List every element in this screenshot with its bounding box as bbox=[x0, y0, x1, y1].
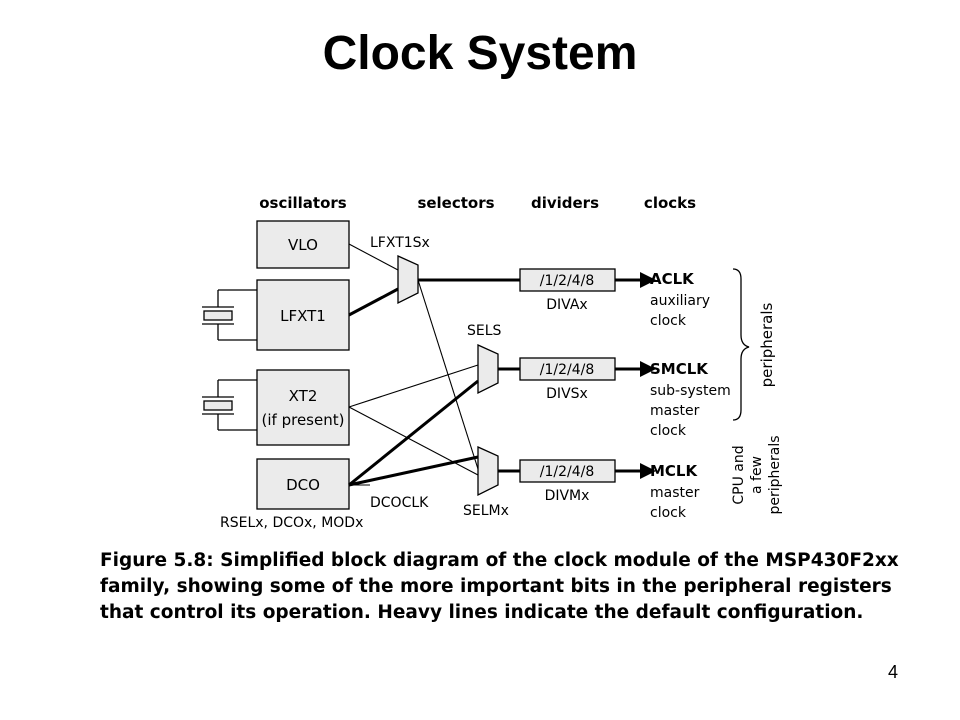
divax-label: DIVAx bbox=[546, 297, 587, 313]
page-number: 4 bbox=[888, 662, 899, 682]
mclk-desc-1: master bbox=[650, 485, 700, 501]
lfxt1sx-label: LFXT1Sx bbox=[370, 235, 430, 251]
aclk-desc-1: auxiliary bbox=[650, 293, 710, 309]
mux-lfxt1sx bbox=[397, 254, 419, 305]
xt2-crystal-icon bbox=[202, 379, 257, 431]
lfxt1-oscillator: LFXT1 bbox=[256, 279, 350, 351]
mclk-label: MCLK bbox=[650, 462, 698, 480]
smclk-desc-3: clock bbox=[650, 423, 687, 439]
selmx-label: SELMx bbox=[463, 503, 509, 519]
sels-label: SELS bbox=[467, 323, 502, 339]
dco-controls-label: RSELx, DCOx, MODx bbox=[220, 515, 363, 531]
dco-oscillator: DCO bbox=[256, 458, 350, 510]
divmx-label: DIVMx bbox=[545, 488, 590, 504]
header-clocks: clocks bbox=[644, 194, 696, 212]
smclk-desc-2: master bbox=[650, 403, 700, 419]
aclk-desc-2: clock bbox=[650, 313, 687, 329]
divider-aclk-text: /1/2/4/8 bbox=[540, 273, 595, 289]
cpu-line-2: a few bbox=[749, 456, 765, 494]
divider-mclk-text: /1/2/4/8 bbox=[540, 464, 595, 480]
clock-block-diagram: oscillators selectors dividers clocks VL… bbox=[202, 194, 783, 531]
header-oscillators: oscillators bbox=[259, 194, 347, 212]
mux-sels bbox=[477, 343, 499, 395]
figure-caption: Figure 5.8: Simplified block diagram of … bbox=[100, 550, 899, 623]
heavy-default-lines bbox=[348, 278, 642, 487]
dco-label: DCO bbox=[286, 476, 320, 494]
divider-aclk: /1/2/4/8 bbox=[519, 268, 616, 292]
dcoclk-label: DCOCLK bbox=[370, 495, 429, 511]
slide-title: Clock System bbox=[322, 27, 638, 80]
header-selectors: selectors bbox=[417, 194, 494, 212]
aclk-label: ACLK bbox=[650, 270, 695, 288]
cpu-peripherals-label: CPU and a few peripherals bbox=[731, 435, 783, 514]
peripherals-brace bbox=[732, 268, 750, 421]
cpu-line-1: CPU and bbox=[731, 445, 747, 504]
peripherals-label: peripherals bbox=[758, 302, 776, 387]
xt2-oscillator: XT2 (if present) bbox=[256, 369, 350, 446]
smclk-desc-1: sub-system bbox=[650, 383, 731, 399]
thin-signal-lines bbox=[348, 243, 479, 486]
divider-mclk: /1/2/4/8 bbox=[519, 459, 616, 483]
lfxt1-crystal-icon bbox=[202, 289, 257, 341]
divsx-label: DIVSx bbox=[546, 386, 588, 402]
vlo-oscillator: VLO bbox=[256, 220, 350, 269]
mux-selmx bbox=[477, 445, 499, 497]
mclk-desc-2: clock bbox=[650, 505, 687, 521]
divider-smclk: /1/2/4/8 bbox=[519, 357, 616, 381]
lfxt1-label: LFXT1 bbox=[280, 307, 326, 325]
xt2-note: (if present) bbox=[262, 411, 345, 429]
smclk-label: SMCLK bbox=[650, 360, 709, 378]
xt2-label: XT2 bbox=[289, 387, 318, 405]
cpu-line-3: peripherals bbox=[767, 435, 783, 514]
arrow-heads bbox=[640, 272, 656, 479]
divider-smclk-text: /1/2/4/8 bbox=[540, 362, 595, 378]
header-dividers: dividers bbox=[531, 194, 599, 212]
vlo-label: VLO bbox=[288, 236, 318, 254]
